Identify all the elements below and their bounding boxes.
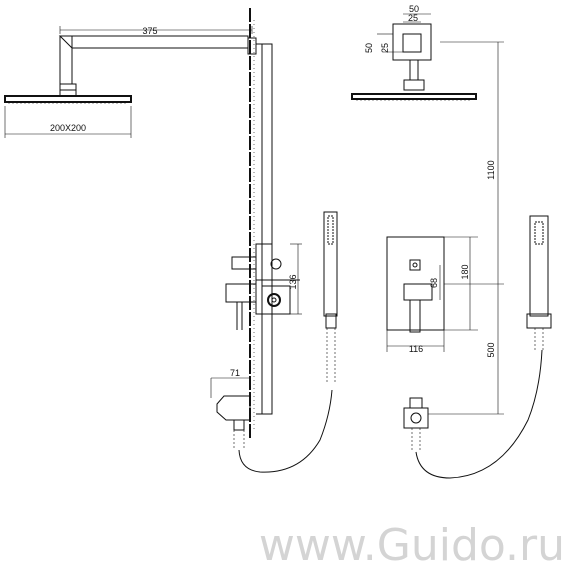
- dim-height-lower: 500: [428, 283, 504, 415]
- dim-head-size: 200X200: [4, 106, 132, 138]
- dim-spout-length: 71: [210, 368, 250, 398]
- shower-arm: [58, 35, 257, 85]
- watermark-text: www.Guido.ru: [259, 520, 565, 568]
- top-width-label: 50: [409, 4, 419, 14]
- bar-spacing-label: 136: [288, 274, 298, 289]
- plate-width-label: 116: [409, 344, 423, 354]
- arm-length-label: 375: [142, 26, 157, 36]
- plate-offset-label: 68: [429, 278, 439, 288]
- wall-line: [249, 8, 255, 440]
- riser-bar: [255, 43, 300, 415]
- mixer-valve: [225, 256, 291, 330]
- dim-bar-spacing: 136: [288, 243, 302, 315]
- mixer-plate-front: 180 68 116: [386, 236, 478, 354]
- bath-spout: [216, 389, 333, 473]
- head-size-label: 200X200: [50, 123, 86, 133]
- top-connector-view: 50 25 50 25: [364, 4, 432, 91]
- top-inner-height-label: 25: [380, 43, 390, 53]
- height-upper-label: 1100: [486, 160, 496, 179]
- dim-arm-length: 375: [59, 26, 253, 36]
- shower-head-front-view: [351, 93, 477, 101]
- shower-head-side-view: [4, 83, 132, 104]
- hand-shower-front: [526, 215, 552, 350]
- top-height-label: 50: [364, 43, 374, 53]
- plate-height-label: 180: [460, 264, 470, 279]
- height-lower-label: 500: [486, 342, 496, 357]
- top-inner-width-label: 25: [408, 13, 418, 23]
- bottom-connector-front: [403, 349, 543, 479]
- dim-height-upper: 1100: [440, 41, 504, 284]
- spout-length-label: 71: [230, 368, 240, 378]
- hand-shower-side: [323, 211, 338, 382]
